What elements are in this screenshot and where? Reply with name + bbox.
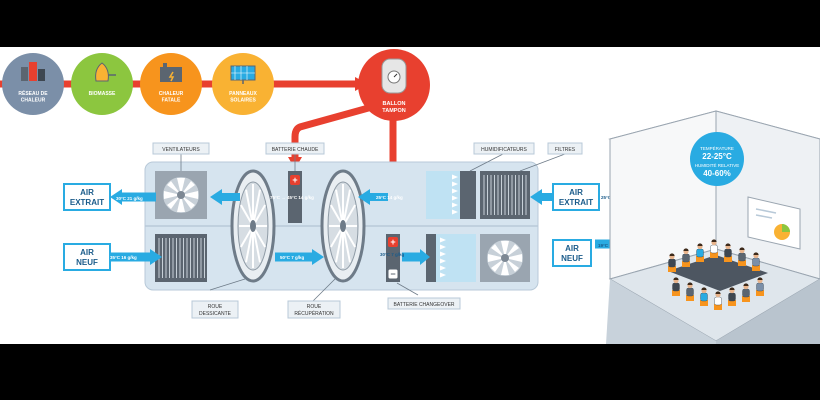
arrow-extrait-3	[358, 189, 388, 205]
callout-roue-dessicante-2: DESSICANTE	[199, 311, 232, 317]
meeting-room: TEMPÉRATURE 22-25°C HUMIDITÉ RELATIVE 40…	[606, 110, 820, 344]
air-neuf-right-box	[552, 239, 592, 267]
room-info-circle	[690, 132, 744, 186]
buffer-tank-label-1: BALLON	[383, 101, 406, 107]
desiccant-wheel	[230, 169, 276, 283]
callout-filtres	[547, 142, 583, 155]
source-1: BIOMASSE	[71, 53, 133, 115]
arrow-neuf-mid2	[420, 249, 430, 265]
svg-text:−: −	[390, 269, 395, 279]
batterie-chaude-coil: +	[288, 171, 302, 223]
solar-panel-icon	[230, 65, 256, 84]
plus-icon	[290, 175, 300, 185]
callout-roue-recuperation-2: RÉCUPÉRATION	[294, 310, 334, 317]
source-label: BIOMASSE	[89, 91, 116, 97]
callout-roue-recuperation-1: ROUE	[307, 304, 322, 310]
air-extrait-left-box	[63, 183, 111, 211]
pipe-to-batterie-chaude	[291, 103, 373, 157]
reading-neuf-mid2: 30°C 7 g/kg	[380, 252, 405, 257]
reading-neuf-in: 35°C 16 g/kg	[110, 255, 137, 260]
air-label-boxes: AIR EXTRAIT AIR NEUF AIR EXTRAIT AIR NEU…	[63, 183, 600, 271]
temp-value: 22-25°C	[702, 152, 732, 161]
plug-icon	[95, 62, 116, 82]
air-handling-unit: + + −	[144, 161, 539, 291]
air-extrait-left-1: AIR	[80, 188, 94, 197]
filter-bottom-left	[155, 234, 207, 282]
reading-neuf-mid1: 50°C 7 g/kg	[280, 255, 305, 260]
arrow-neuf-in	[150, 249, 162, 265]
air-neuf-left-2: NEUF	[76, 258, 98, 267]
callout-filtres-text: FILTRES	[555, 147, 576, 153]
source-circle	[71, 53, 133, 115]
callout-roue-dessicante	[191, 300, 239, 319]
air-neuf-left-box	[63, 243, 111, 271]
recovery-wheel	[320, 169, 366, 283]
plus-icon-2	[388, 237, 398, 247]
source-label: PANNEAUX	[229, 91, 257, 97]
fan-icon-bottom	[487, 240, 523, 276]
callout-ventilateurs	[152, 142, 210, 155]
svg-text:+: +	[292, 175, 297, 185]
source-label: RÉSEAU DE	[18, 89, 48, 97]
air-extrait-right-2: EXTRAIT	[559, 198, 593, 207]
minus-icon	[387, 268, 399, 280]
callout-roue-recuperation	[287, 300, 341, 319]
callout-batterie-chaude-text: BATTERIE CHAUDE	[272, 147, 319, 153]
source-label: CHALEUR	[159, 91, 184, 97]
fan-icon-top	[163, 177, 199, 213]
attendees	[668, 239, 764, 310]
callout-batterie-chaude	[265, 142, 325, 155]
humidifier-top	[426, 171, 476, 219]
callout-roue-dessicante-1: ROUE	[208, 304, 223, 310]
air-neuf-left-1: AIR	[80, 248, 94, 257]
air-neuf-right-2: NEUF	[561, 254, 583, 263]
air-extrait-right-1: AIR	[569, 188, 583, 197]
air-extrait-right-box	[552, 183, 600, 211]
callouts: VENTILATEURS BATTERIE CHAUDE HUMIDIFICAT…	[152, 142, 583, 319]
city-icon	[21, 62, 45, 81]
callout-humidificateurs	[473, 142, 535, 155]
source-label: CHALEUR	[21, 98, 46, 104]
callout-batterie-changeover	[387, 297, 461, 310]
hum-label: HUMIDITÉ RELATIVE	[695, 162, 739, 168]
reading-batterie-chaude: 75°C → 45°C 14 g/kg	[270, 195, 314, 200]
air-extrait-left-2: EXTRAIT	[70, 198, 104, 207]
meeting-table	[668, 255, 768, 291]
source-circle	[140, 53, 202, 115]
hum-value: 40-60%	[703, 169, 731, 178]
source-label: FATALE	[162, 98, 181, 104]
source-label: SOLAIRES	[230, 98, 256, 104]
buffer-tank-label-2: TAMPON	[382, 108, 405, 114]
callout-batterie-changeover-text: BATTERIE CHANGEOVER	[393, 302, 454, 308]
air-neuf-right-1: AIR	[565, 244, 579, 253]
factory-icon	[160, 63, 182, 82]
reading-extrait-mid: 25°C 14 g/kg	[376, 195, 403, 200]
filter-left-lines	[158, 238, 205, 278]
source-circle	[2, 53, 64, 115]
humidifier-bottom	[426, 234, 476, 282]
svg-text:+: +	[390, 237, 395, 247]
callout-ventilateurs-text: VENTILATEURS	[162, 147, 200, 153]
temp-label: TEMPÉRATURE	[700, 145, 734, 151]
buffer-tank: BALLON TAMPON	[358, 49, 430, 121]
arrow-extrait-2	[210, 189, 240, 205]
callout-humidificateurs-text: HUMIDIFICATEURS	[481, 147, 527, 153]
room-floor-edge	[606, 279, 716, 344]
batterie-changeover-coil: + −	[386, 234, 400, 282]
arrow-neuf-mid	[312, 249, 324, 265]
reading-extrait-out: 30°C 21 g/kg	[116, 196, 143, 201]
